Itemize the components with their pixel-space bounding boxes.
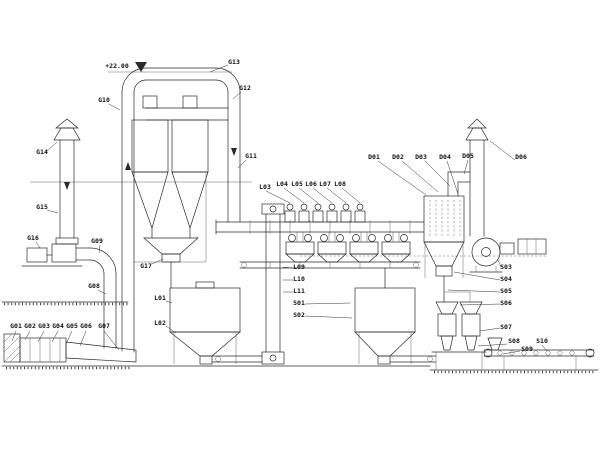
label-s01: S01	[293, 299, 305, 307]
screw-conveyor-lower-right	[389, 355, 437, 363]
label-s07: S07	[500, 323, 512, 331]
belt-conveyor	[483, 337, 595, 370]
label-l10: L10	[293, 275, 305, 283]
label-d03: D03	[415, 153, 427, 161]
label-g17: G17	[140, 262, 152, 270]
label-l02: L02	[154, 319, 166, 327]
label-d02: D02	[392, 153, 404, 161]
bag-filter	[423, 195, 471, 303]
electrical-cabinet	[517, 238, 547, 255]
label-g07: G07	[98, 322, 110, 330]
label-l07: L07	[319, 180, 331, 188]
label-g11: G11	[245, 152, 257, 160]
classifier-units	[285, 232, 411, 263]
coal-feeder	[3, 333, 21, 363]
storage-hopper-left	[169, 281, 241, 365]
label-g01: G01	[10, 322, 22, 330]
leader-lines	[11, 64, 548, 355]
label-s09: S09	[521, 345, 533, 353]
packing-machines	[431, 301, 487, 370]
cyclone-separators	[131, 95, 229, 263]
label-d04: D04	[439, 153, 451, 161]
label-g12: G12	[239, 84, 251, 92]
label-d06: D06	[515, 153, 527, 161]
label-g09: G09	[91, 237, 103, 245]
labels: +22.00 G01 G02 G03 G04 G05 G06 G07 G08 G…	[10, 58, 548, 353]
drying-riser	[121, 67, 241, 353]
label-g15: G15	[36, 203, 48, 211]
cyclone-outlet-downcomer	[227, 91, 241, 223]
air-blower	[21, 243, 83, 267]
label-g16: G16	[27, 234, 39, 242]
label-d05: D05	[462, 152, 474, 160]
label-s08: S08	[508, 337, 520, 345]
label-s04: S04	[500, 275, 512, 283]
blower-discharge-duct	[75, 247, 117, 349]
exhaust-fan	[469, 237, 515, 273]
label-s05: S05	[500, 287, 512, 295]
storage-hopper-right	[354, 267, 416, 365]
label-l08: L08	[334, 180, 346, 188]
clean-gas-pipe	[447, 171, 471, 197]
label-s10: S10	[536, 337, 548, 345]
label-l05: L05	[291, 180, 303, 188]
label-l01: L01	[154, 294, 166, 302]
intake-stack	[53, 118, 81, 245]
label-l04: L04	[276, 180, 288, 188]
label-g03: G03	[38, 322, 50, 330]
feeder-valves	[284, 203, 366, 223]
label-l06: L06	[305, 180, 317, 188]
bucket-elevator	[261, 203, 285, 365]
label-g04: G04	[52, 322, 64, 330]
screw-conveyor-lower-left	[211, 355, 263, 363]
label-d01: D01	[368, 153, 380, 161]
label-s02: S02	[293, 311, 305, 319]
elevation-marker	[135, 62, 147, 72]
label-s06: S06	[500, 299, 512, 307]
label-l03: L03	[259, 183, 271, 191]
elevation-label: +22.00	[105, 62, 129, 70]
label-g14: G14	[36, 148, 48, 156]
screw-conveyor-upper	[239, 261, 421, 269]
label-s03: S03	[500, 263, 512, 271]
label-g02: G02	[24, 322, 36, 330]
label-g10: G10	[98, 96, 110, 104]
label-g08: G08	[88, 282, 100, 290]
label-l11: L11	[293, 287, 305, 295]
label-g05: G05	[66, 322, 78, 330]
label-l09: L09	[293, 263, 305, 271]
furnace	[19, 337, 137, 363]
cyclone-collecting-hopper	[143, 227, 199, 289]
label-g06: G06	[80, 322, 92, 330]
exhaust-stack	[465, 118, 489, 237]
label-g13: G13	[228, 58, 240, 66]
